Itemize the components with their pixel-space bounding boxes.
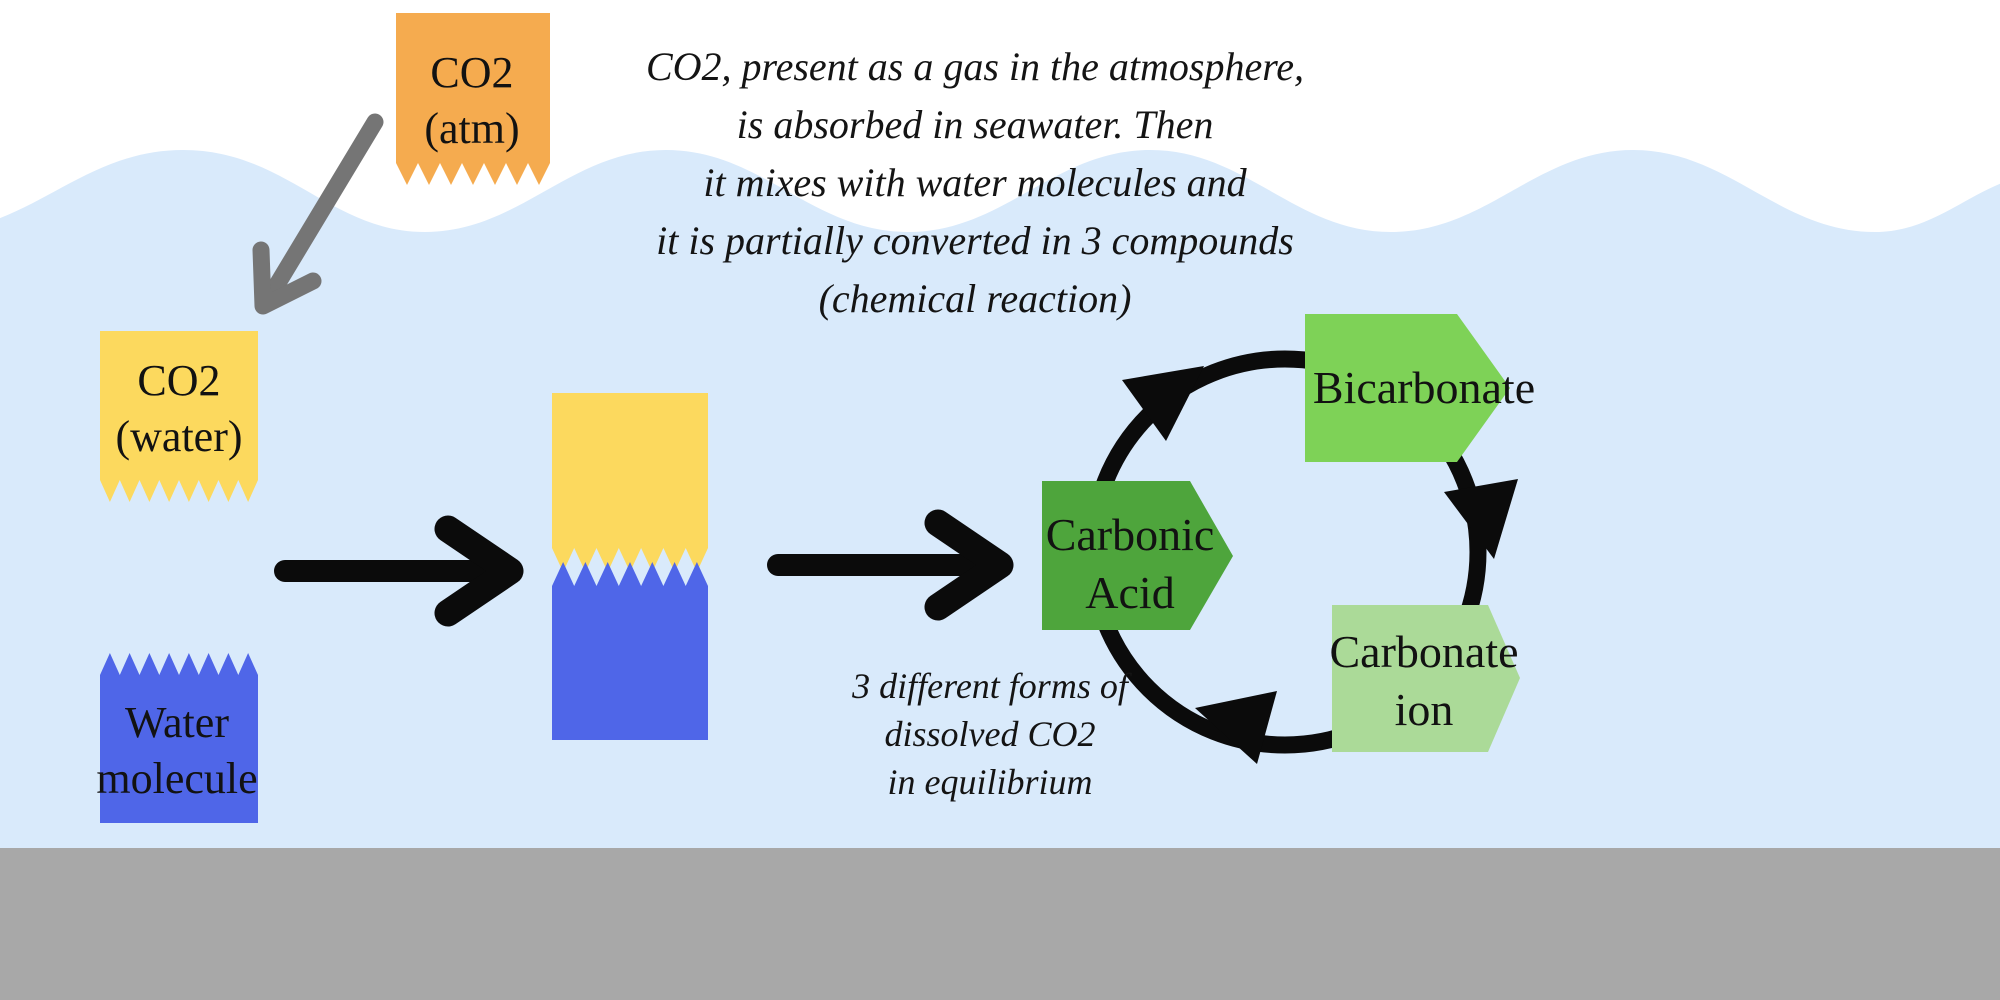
co2-water-shape — [100, 331, 258, 502]
mixed-co2-layer-shape — [552, 393, 708, 572]
carbonate-ion-label: Carbonate ion — [1329, 626, 1519, 735]
carbonic-acid-shape — [1042, 481, 1233, 630]
absorption-arrow-shaft — [263, 113, 384, 302]
carbonate-ion-shape — [1332, 605, 1520, 752]
absorption-annotation: CO2, present as a gas in the atmosphere,… — [645, 44, 1305, 321]
seafloor — [0, 848, 2000, 1000]
carbonic-acid-label: Carbonic Acid — [1045, 509, 1215, 618]
bicarbonate-label: Bicarbonate — [1312, 362, 1536, 413]
bicarbonate-shape — [1305, 314, 1510, 462]
mixing-arrow-2-head-icon — [924, 509, 1014, 621]
absorption-arrow-head-icon — [252, 241, 322, 315]
water-molecule-label: Water molecule — [96, 698, 258, 803]
water-molecule-shape — [100, 653, 258, 823]
co2-atm-shape — [396, 13, 550, 185]
mixed-water-layer-shape — [552, 562, 708, 740]
mixing-arrow-1-head-icon — [434, 515, 524, 627]
cycle-arrowhead-down-icon — [1444, 479, 1518, 559]
co2-atm-label: CO2 (atm) — [424, 48, 520, 153]
co2-water-label: CO2 (water) — [115, 356, 243, 461]
cycle-arrowhead-left-icon — [1195, 691, 1277, 764]
equilibrium-annotation: 3 different forms of dissolved CO2 in eq… — [852, 666, 1128, 802]
cycle-arrowhead-up-icon — [1122, 366, 1204, 441]
